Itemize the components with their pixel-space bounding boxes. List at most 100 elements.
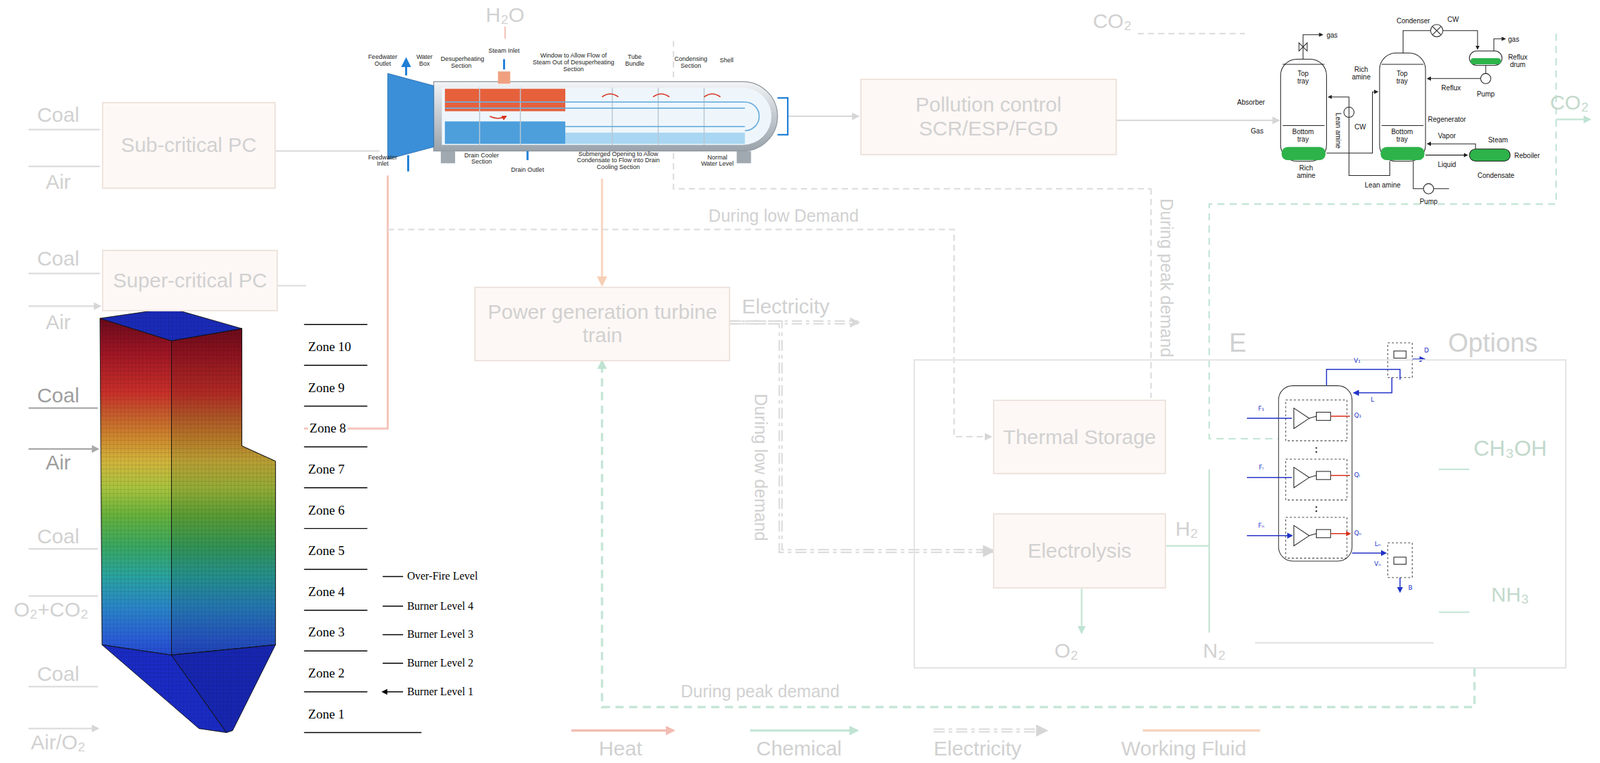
amine-part-label: Lean amine [1333, 112, 1342, 149]
options-region: EOptionsThermal StorageElectrolysis [913, 359, 1567, 669]
column-model [1315, 471, 1331, 480]
box-label: Sub-critical PC [121, 133, 257, 158]
amine-part-label: Condensate [1477, 171, 1515, 180]
column-model [1246, 342, 1425, 592]
column-model [1354, 377, 1392, 393]
flow-label: Coal [36, 524, 80, 547]
flow-lines [787, 115, 859, 118]
heater-part-label: Steam Inlet [483, 47, 525, 55]
amine-unit [1380, 147, 1425, 161]
column-model [1394, 351, 1407, 358]
flow-lines [600, 178, 603, 285]
zone-label: Zone 9 [307, 380, 345, 395]
product-label: NH₃ [1491, 582, 1530, 605]
flow-label: Coal [36, 247, 80, 270]
zone-label: Zone 5 [307, 544, 345, 559]
flow-label: Coal [36, 662, 80, 686]
amine-unit [1280, 24, 1510, 195]
boiler-mesh [99, 307, 242, 341]
flow-label: Electricity [741, 294, 830, 318]
amine-part-label: Condenser [1396, 16, 1431, 24]
box-label: Pollution control SCR/ESP/FGD [869, 93, 1108, 141]
column-symbol: D [1424, 347, 1429, 355]
burner-label: Over-Fire Level [407, 570, 478, 584]
amine-unit [1469, 149, 1511, 162]
legend-sample [750, 729, 858, 733]
feedwater-heater [433, 81, 778, 151]
flow-lines [303, 175, 388, 429]
electricity-connector [730, 322, 993, 551]
amine-unit [1427, 65, 1486, 79]
amine-unit [1282, 64, 1424, 126]
amine-unit [1469, 51, 1503, 66]
boiler-mesh [171, 328, 276, 655]
boiler-mesh [99, 318, 172, 655]
column-model [1294, 407, 1310, 546]
feedwater-heater [744, 101, 759, 131]
amine-unit [1493, 39, 1505, 52]
amine-part-label: Pump [1419, 197, 1438, 205]
column-model [1326, 369, 1400, 386]
heater-part-label: Window to Allow Flow of Steam Out of Des… [532, 53, 615, 74]
legend-label: Chemical [756, 736, 842, 759]
column-symbol: Q₁ [1354, 412, 1362, 420]
process-box: Super-critical PC [101, 249, 278, 311]
column-model [1315, 510, 1317, 512]
zone-label: Zone 10 [307, 340, 352, 355]
amine-unit [1280, 58, 1327, 161]
legend-label: Working Fluid [1120, 736, 1247, 759]
product-label: CO₂ [1550, 91, 1590, 114]
flow-lines [28, 26, 1590, 729]
feedwater-heater [489, 93, 721, 119]
heater-part-label: Tube Bundle [619, 54, 651, 69]
amine-part-label: CW [1354, 122, 1366, 131]
amine-part-label: Reflux [1441, 84, 1461, 92]
column-model [1399, 577, 1401, 592]
feedwater-heater [442, 87, 772, 146]
flow-lines [1255, 641, 1434, 644]
heater-part-label: Normal Water Level [698, 154, 737, 169]
burner-label: Burner Level 3 [407, 628, 474, 642]
amine-unit [1423, 183, 1434, 194]
amine-part-label: Regenerator [1428, 115, 1467, 124]
amine-unit [1379, 53, 1426, 162]
amine-part-label: Liquid [1437, 160, 1457, 169]
amine-unit [1402, 30, 1478, 54]
column-model [1315, 411, 1331, 421]
burner-label: Burner Level 4 [407, 600, 474, 613]
zone-lines [303, 324, 421, 733]
column-symbol: Qᵢ [1354, 472, 1361, 480]
connector-inner-line [730, 322, 982, 551]
legend-sample [933, 728, 1046, 733]
boiler-mesh [99, 307, 276, 733]
boiler-mesh [171, 328, 276, 655]
flow-label: Air [45, 310, 72, 333]
amine-unit [1326, 91, 1378, 153]
flow-lines [504, 26, 506, 40]
zone-label: Zone 1 [307, 706, 345, 722]
amine-part-label: gas [1508, 34, 1520, 43]
column-symbol: L [1370, 396, 1375, 404]
amine-part-label: Reboiler [1514, 151, 1540, 159]
column-symbol: Lₙ [1374, 541, 1382, 549]
amine-part-label: Steam [1487, 136, 1508, 144]
flow-lines [275, 151, 380, 287]
process-box: Pollution control SCR/ESP/FGD [860, 78, 1117, 156]
column-model [1352, 552, 1386, 553]
flow-label: During peak demand [1157, 198, 1177, 358]
column-model [1315, 506, 1317, 508]
flow-label: N₂ [1203, 638, 1226, 662]
chemical-connector [602, 361, 1475, 707]
connector-label: During peak demand [678, 682, 843, 702]
zone-lines [382, 576, 404, 692]
legend-sample [571, 729, 674, 733]
feedwater-heater [479, 87, 705, 146]
heater-part-label: Drain Cooler Section [461, 152, 503, 167]
heater-part-label: Drain Outlet [508, 166, 547, 174]
flow-label: Air/O₂ [30, 730, 86, 754]
box-label: Super-critical PC [112, 268, 267, 293]
flow-label: Air [45, 170, 72, 193]
amine-part-label: Absorber [1237, 98, 1266, 107]
box-label: Power generation turbine train [483, 300, 721, 348]
box-label: Electrolysis [1027, 539, 1132, 564]
